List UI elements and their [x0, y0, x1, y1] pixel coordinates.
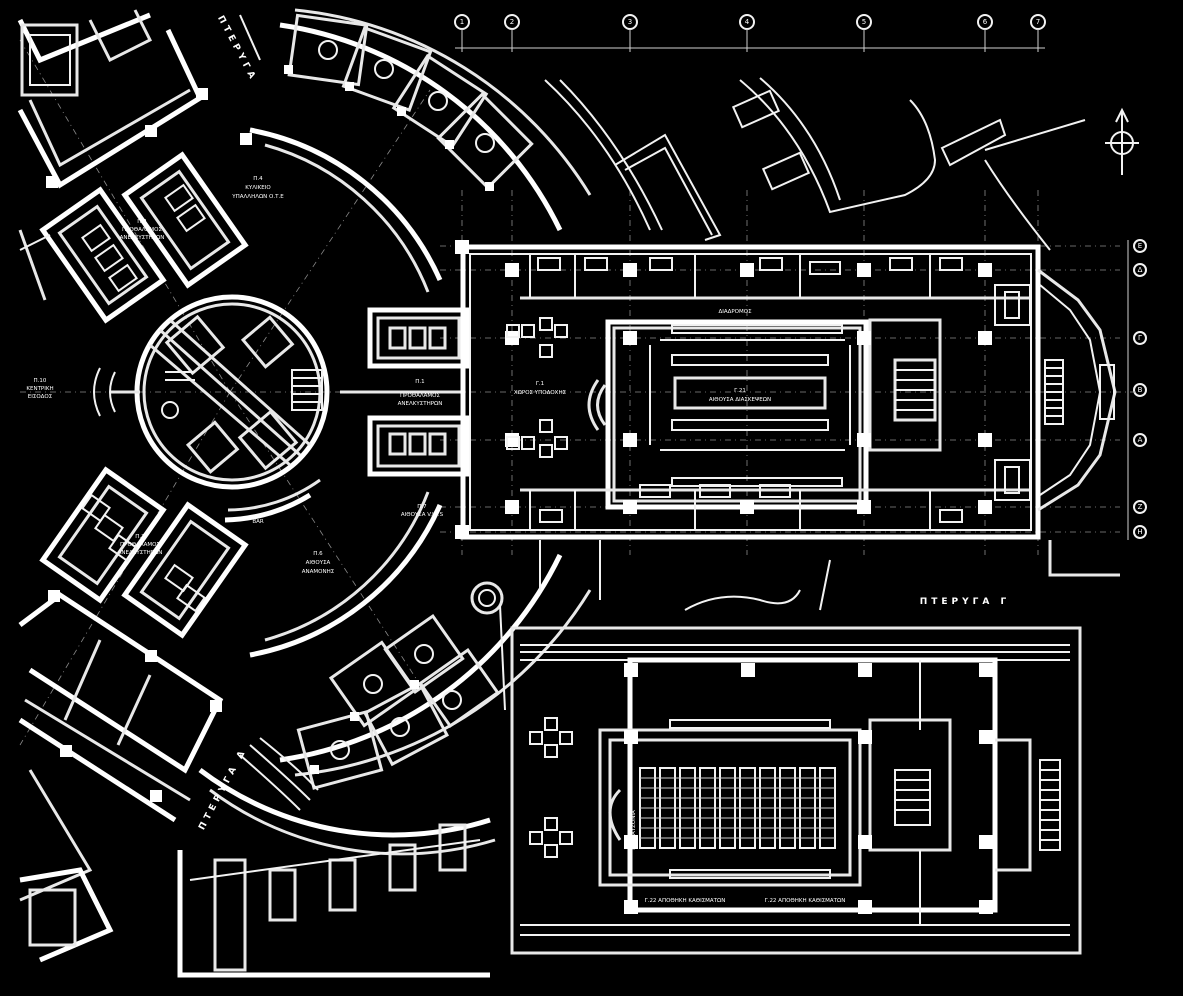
svg-text:Α: Α — [1138, 436, 1143, 444]
svg-text:ΧΩΡΟΣ ΥΠΟΔΟΧΗΣ: ΧΩΡΟΣ ΥΠΟΔΟΧΗΣ — [514, 390, 567, 396]
svg-text:Ε: Ε — [1138, 242, 1142, 250]
room-label-bar: BAR — [252, 519, 264, 525]
grid-marker-5: 5 — [856, 14, 872, 30]
side-grid-markers: Ε Δ Γ Β Α Ζ Η — [1127, 239, 1147, 540]
grid-marker-3: 3 — [622, 14, 638, 30]
svg-text:Π.4: Π.4 — [253, 176, 263, 182]
svg-text:ΠΡΟΘΑΛΑΜΟΣ: ΠΡΟΘΑΛΑΜΟΣ — [122, 227, 162, 233]
svg-text:5: 5 — [862, 18, 866, 26]
spiral-stair — [470, 581, 506, 711]
site-lines — [544, 77, 1086, 251]
svg-text:Π.6: Π.6 — [313, 551, 323, 557]
row-marker-3: Γ — [1133, 331, 1147, 345]
svg-text:ΠΤΕΡΥΓΑ: ΠΤΕΡΥΓΑ — [215, 14, 258, 84]
grid-marker-4: 4 — [739, 14, 755, 30]
bottom-arc-structures — [177, 737, 496, 978]
svg-text:ΕΙΣΟΔΟΣ: ΕΙΣΟΔΟΣ — [28, 394, 53, 400]
row-marker-1: Ε — [1133, 239, 1147, 253]
room-label-p1: Π.1 ΠΡΟΘΑΛΑΜΟΣ ΑΝΕΛΚΥΣΤΗΡΩΝ — [398, 379, 443, 407]
svg-text:Γ.21: Γ.21 — [734, 388, 746, 394]
room-label-g1: Γ.1 ΧΩΡΟΣ ΥΠΟΔΟΧΗΣ — [514, 381, 567, 396]
svg-text:ΑΙΘΟΥΣΑ ΔΙΑΣΚΕΨΕΩΝ: ΑΙΘΟΥΣΑ ΔΙΑΣΚΕΨΕΩΝ — [709, 397, 771, 403]
upper-left-wing — [17, 9, 261, 324]
room-label-corridor: ΔΙΑΔΡΟΜΟΣ — [718, 309, 752, 315]
row-marker-5: Α — [1133, 433, 1147, 447]
top-grid-markers: 1 2 3 4 5 6 7 — [454, 14, 1046, 52]
svg-text:ΑΝΕΛΚΥΣΤΗΡΩΝ: ΑΝΕΛΚΥΣΤΗΡΩΝ — [398, 401, 443, 407]
grid-marker-6: 6 — [977, 14, 993, 30]
svg-text:Γ.1: Γ.1 — [536, 381, 544, 387]
dining-pods-top — [284, 13, 534, 191]
room-label-p10: Π.10 ΚΕΝΤΡΙΚΗ ΕΙΣΟΔΟΣ — [26, 378, 53, 400]
room-label-p7: Π.7 ΑΙΘΟΥΣΑ V.I.P.S — [401, 504, 444, 518]
svg-text:Π.7: Π.7 — [417, 504, 427, 510]
grid-marker-2: 2 — [504, 14, 520, 30]
main-columns — [455, 240, 992, 539]
svg-text:ΑΝΑΜΟΝΗΣ: ΑΝΑΜΟΝΗΣ — [302, 569, 335, 575]
road-lines — [539, 540, 1120, 611]
svg-text:Γ.22 ΑΠΟΘΗΚΗ ΚΑΘΙΣΜΑΤΩΝ: Γ.22 ΑΠΟΘΗΚΗ ΚΑΘΙΣΜΑΤΩΝ — [765, 898, 846, 904]
svg-text:ΚΕΝΤΡΙΚΗ: ΚΕΝΤΡΙΚΗ — [26, 386, 53, 392]
svg-text:Η: Η — [1137, 528, 1142, 536]
svg-text:Δ: Δ — [1138, 266, 1143, 274]
svg-text:2: 2 — [510, 18, 514, 26]
reception-furniture — [506, 317, 607, 458]
room-label-p4: Π.4 ΚΥΛΙΚΕΙΟ ΥΠΑΛΛΗΛΩΝ Ο.Τ.Ε — [231, 176, 284, 200]
north-arrow-icon — [1105, 107, 1139, 175]
svg-text:3: 3 — [628, 18, 632, 26]
svg-text:Ζ: Ζ — [1138, 503, 1143, 511]
room-label-matzonia: Γ.3 ΜΑΤΖΟΝΙΑ — [631, 810, 637, 850]
svg-text:ΑΙΘΟΥΣΑ: ΑΙΘΟΥΣΑ — [306, 560, 331, 566]
svg-text:Π.1: Π.1 — [415, 379, 424, 385]
dining-pods-bottom — [296, 613, 500, 790]
row-marker-6: Ζ — [1133, 500, 1147, 514]
grid-marker-7: 7 — [1030, 14, 1046, 30]
room-label-g21: Γ.21 ΑΙΘΟΥΣΑ ΔΙΑΣΚΕΨΕΩΝ — [709, 388, 771, 403]
svg-text:ΠΡΟΘΑΛΑΜΟΣ: ΠΡΟΘΑΛΑΜΟΣ — [400, 393, 440, 399]
row-marker-2: Δ — [1133, 263, 1147, 277]
svg-text:ΔΙΑΔΡΟΜΟΣ: ΔΙΑΔΡΟΜΟΣ — [718, 309, 752, 315]
svg-text:6: 6 — [983, 18, 988, 26]
wing-label-top-left: ΠΤΕΡΥΓΑ — [215, 14, 258, 84]
row-marker-4: Β — [1133, 383, 1147, 397]
svg-text:Π.3: Π.3 — [135, 534, 145, 540]
room-label-g22b: Γ.22 ΑΠΟΘΗΚΗ ΚΑΘΙΣΜΑΤΩΝ — [765, 898, 846, 904]
svg-text:Γ: Γ — [1138, 334, 1142, 342]
svg-text:ΚΥΛΙΚΕΙΟ: ΚΥΛΙΚΕΙΟ — [245, 185, 271, 191]
row-marker-7: Η — [1133, 525, 1147, 539]
svg-text:BAR: BAR — [252, 519, 264, 525]
svg-text:Π.10: Π.10 — [34, 378, 47, 384]
lower-left-wing — [18, 466, 249, 963]
svg-text:Γ.22 ΑΠΟΘΗΚΗ ΚΑΘΙΣΜΑΤΩΝ: Γ.22 ΑΠΟΘΗΚΗ ΚΑΘΙΣΜΑΤΩΝ — [645, 898, 726, 904]
svg-text:7: 7 — [1036, 18, 1040, 26]
svg-text:Β: Β — [1138, 386, 1143, 394]
svg-text:4: 4 — [745, 18, 750, 26]
svg-text:ΑΙΘΟΥΣΑ V.I.P.S: ΑΙΘΟΥΣΑ V.I.P.S — [401, 512, 444, 518]
svg-text:ΑΝΕΛΚΥΣΤΗΡΩΝ: ΑΝΕΛΚΥΣΤΗΡΩΝ — [118, 550, 163, 556]
svg-text:ΥΠΑΛΛΗΛΩΝ Ο.Τ.Ε: ΥΠΑΛΛΗΛΩΝ Ο.Τ.Ε — [231, 194, 284, 200]
room-label-p3: Π.3 ΠΡΟΘΑΛΑΜΟΣ ΑΝΕΛΚΥΣΤΗΡΩΝ — [118, 534, 163, 556]
room-label-g22a: Γ.22 ΑΠΟΘΗΚΗ ΚΑΘΙΣΜΑΤΩΝ — [645, 898, 726, 904]
svg-text:1: 1 — [460, 18, 464, 26]
rotunda — [110, 294, 330, 490]
conference-seating — [649, 324, 851, 487]
room-label-p6: Π.6 ΑΙΘΟΥΣΑ ΑΝΑΜΟΝΗΣ — [302, 551, 335, 575]
svg-text:ΠΡΟΘΑΛΑΜΟΣ: ΠΡΟΘΑΛΑΜΟΣ — [120, 542, 160, 548]
wing-label-bottom-left: ΠΤΕΡΥΓΑ Δ — [197, 746, 249, 832]
svg-text:Γ.3 ΜΑΤΖΟΝΙΑ: Γ.3 ΜΑΤΖΟΝΙΑ — [631, 810, 637, 850]
svg-text:ΠΤΕΡΥΓΑ Γ: ΠΤΕΡΥΓΑ Γ — [920, 597, 1011, 607]
room-label-p2: Π.2 ΠΡΟΘΑΛΑΜΟΣ ΑΝΕΛΚΥΣΤΗΡΩΝ — [120, 219, 165, 241]
detail-plan — [510, 626, 1082, 955]
grid-marker-1: 1 — [454, 14, 470, 30]
elevator-lobby-p1 — [340, 290, 470, 520]
svg-text:ΠΤΕΡΥΓΑ Δ: ΠΤΕΡΥΓΑ Δ — [197, 746, 249, 832]
svg-text:Π.2: Π.2 — [137, 219, 146, 225]
svg-text:ΑΝΕΛΚΥΣΤΗΡΩΝ: ΑΝΕΛΚΥΣΤΗΡΩΝ — [120, 235, 165, 241]
wing-label-right: ΠΤΕΡΥΓΑ Γ — [920, 597, 1011, 607]
grid-lines — [19, 39, 1140, 746]
